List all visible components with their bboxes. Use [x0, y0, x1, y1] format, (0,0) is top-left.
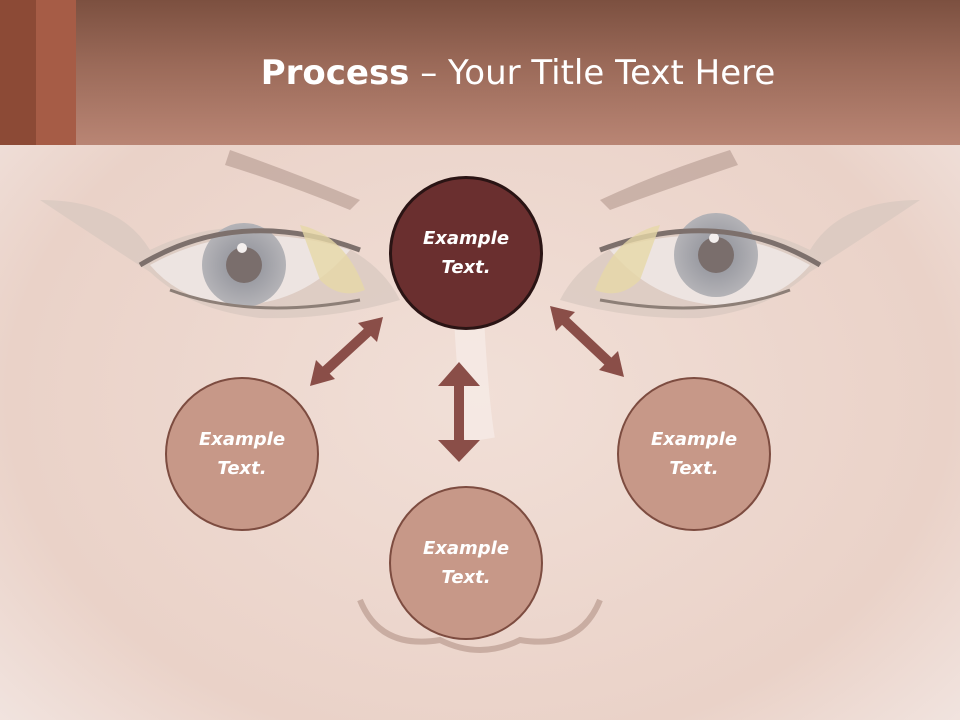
- accent-strip-dark: [0, 0, 36, 145]
- title-bold: Process: [260, 53, 410, 93]
- node-right-label: Example Text.: [650, 429, 738, 479]
- arrow-top-to-left: [310, 317, 383, 386]
- title-bar: Process – Your Title Text Here: [0, 0, 960, 145]
- node-left-label: Example Text.: [198, 429, 286, 479]
- accent-strip-light: [36, 0, 76, 145]
- node-bottom-label: Example Text.: [422, 538, 510, 588]
- title-rest: – Your Title Text Here: [409, 53, 776, 93]
- slide-title[interactable]: Process – Your Title Text Here: [76, 50, 960, 96]
- arrow-top-to-bottom: [438, 362, 480, 462]
- process-node-left[interactable]: Example Text.: [165, 377, 319, 531]
- process-node-top[interactable]: Example Text.: [389, 176, 543, 330]
- process-node-right[interactable]: Example Text.: [617, 377, 771, 531]
- process-node-bottom[interactable]: Example Text.: [389, 486, 543, 640]
- arrow-top-to-right: [550, 306, 624, 377]
- node-top-label: Example Text.: [422, 228, 510, 278]
